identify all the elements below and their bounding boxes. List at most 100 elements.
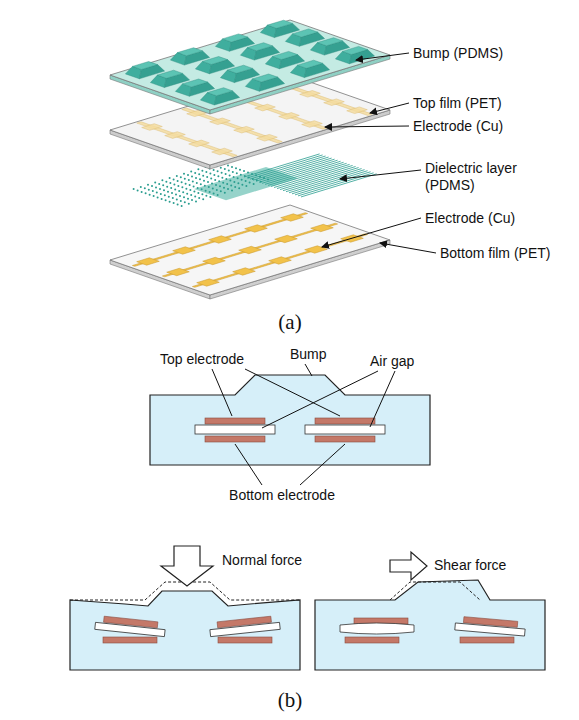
iso-dot	[183, 196, 185, 198]
iso-dot	[177, 180, 179, 182]
iso-dot	[157, 197, 159, 199]
iso-dot	[165, 199, 167, 201]
iso-dot	[191, 199, 193, 201]
iso-dot	[205, 190, 207, 192]
iso-dot	[218, 180, 220, 182]
iso-dot	[249, 182, 251, 184]
iso-dot	[189, 184, 191, 186]
iso-dot	[229, 175, 231, 177]
iso-dot	[169, 177, 171, 179]
iso-dot	[240, 174, 242, 176]
iso-shape	[267, 20, 292, 28]
iso-shape	[137, 258, 160, 265]
iso-dot	[167, 191, 169, 193]
iso-dot	[196, 182, 198, 184]
iso-shape	[177, 48, 202, 56]
iso-shape	[252, 74, 277, 82]
iso-shape	[209, 236, 232, 243]
iso-shape	[189, 140, 210, 147]
iso-shape	[247, 43, 272, 51]
iso-dot	[235, 167, 237, 169]
iso-shape	[255, 104, 276, 111]
iso-dot	[217, 170, 219, 172]
part-label: Electrode (Cu)	[425, 210, 515, 227]
iso-dot	[177, 204, 179, 206]
iso-dot	[247, 172, 249, 174]
iso-shape	[234, 126, 255, 133]
iso-dot	[208, 186, 210, 188]
iso-shape	[132, 62, 157, 70]
iso-dot	[191, 176, 193, 178]
iso-dot	[236, 172, 238, 174]
iso-dot	[221, 177, 223, 179]
iso-shape	[182, 108, 282, 143]
iso-dot	[176, 175, 178, 177]
iso-dot	[231, 166, 233, 168]
shear-force-section	[315, 552, 545, 670]
iso-shape	[182, 79, 207, 87]
iso-dot	[197, 187, 199, 189]
iso-shape	[167, 268, 190, 275]
iso-dot	[227, 165, 229, 167]
iso-shape	[272, 51, 297, 59]
iso-dot	[193, 191, 195, 193]
iso-shape	[342, 46, 367, 54]
iso-dot	[177, 185, 179, 187]
iso-dot	[144, 187, 146, 189]
part-label: Electrode (Cu)	[413, 118, 503, 135]
iso-dot	[205, 171, 207, 173]
iso-dot	[224, 192, 226, 194]
iso-dot	[154, 182, 156, 184]
exploded-view	[110, 20, 390, 299]
iso-shape	[157, 70, 182, 78]
iso-dot	[148, 189, 150, 191]
iso-dot	[219, 185, 221, 187]
iso-dot	[160, 193, 162, 195]
iso-dot	[201, 188, 203, 190]
iso-dot	[182, 191, 184, 193]
iso-dot	[214, 179, 216, 181]
iso-shape	[194, 167, 298, 200]
leader-arrows	[322, 53, 436, 253]
panel-caption: (b)	[278, 688, 303, 712]
iso-dot	[173, 202, 175, 204]
iso-shape	[297, 60, 322, 68]
iso-dot	[169, 182, 171, 184]
iso-dot	[190, 171, 192, 173]
iso-dot	[180, 176, 182, 178]
leader-lines	[212, 364, 395, 485]
iso-dot	[179, 195, 181, 197]
iso-dot	[156, 192, 158, 194]
iso-dot	[173, 184, 175, 186]
iso-shape	[212, 148, 233, 155]
iso-shape	[210, 118, 231, 125]
iso-dot	[149, 194, 151, 196]
iso-dot	[172, 197, 174, 199]
iso-dot	[190, 194, 192, 196]
iso-dot	[203, 180, 205, 182]
iso-shape	[233, 268, 256, 275]
iso-shape	[245, 225, 268, 232]
iso-dot	[188, 179, 190, 181]
iso-shape	[269, 257, 292, 264]
iso-dot	[159, 188, 161, 190]
iso-shape	[173, 247, 196, 254]
iso-dot	[220, 167, 222, 169]
iso-dot	[226, 183, 228, 185]
iso-dot	[147, 184, 149, 186]
iso-line	[292, 171, 368, 194]
iso-dot	[152, 190, 154, 192]
iso-dot	[225, 173, 227, 175]
iso-dot	[163, 189, 165, 191]
iso-shape	[165, 132, 186, 139]
iso-dot	[210, 178, 212, 180]
iso-dot	[202, 175, 204, 177]
iso-dot	[199, 178, 201, 180]
iso-shape	[317, 38, 342, 46]
iso-dot	[245, 185, 247, 187]
iso-shape	[300, 91, 321, 98]
iso-dot	[187, 198, 189, 200]
iso-dot	[153, 195, 155, 197]
iso-dot	[161, 198, 163, 200]
iso-dot	[233, 176, 235, 178]
